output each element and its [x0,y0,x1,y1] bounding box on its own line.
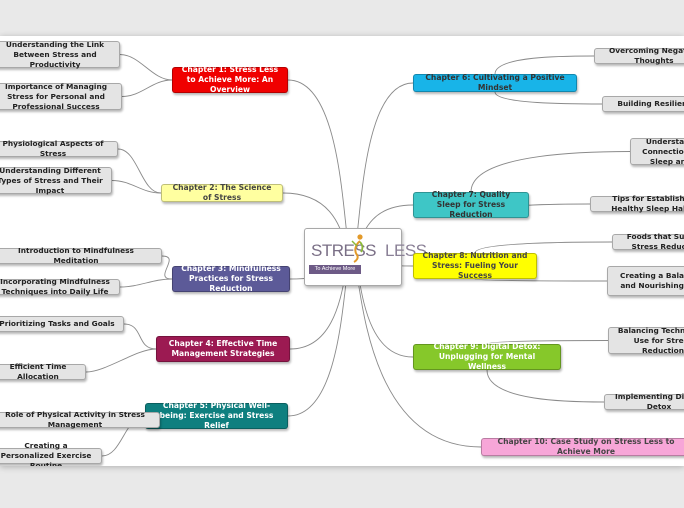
subtopic-ch1-1[interactable]: Understanding the Link Between Stress an… [0,40,120,69]
subconnector-ch4-2 [85,348,157,373]
subconnector-ch9-2 [486,369,605,403]
subconnector-ch1-2 [121,79,173,97]
subtopic-ch3-2[interactable]: Incorporating Mindfulness Techniques int… [0,277,120,296]
chapter-node-ch7[interactable]: Chapter 7: Quality Sleep for Stress Redu… [413,190,529,219]
subconnector-ch9-1 [486,340,609,345]
subtopic-ch4-2[interactable]: Efficient Time Allocation [0,362,86,381]
subconnector-ch4-1 [123,323,157,350]
logo-tagline: To Achieve More [309,265,361,274]
subtopic-ch1-2[interactable]: Importance of Managing Stress for Person… [0,82,122,111]
subconnector-ch3-1 [161,255,173,280]
chapter-node-ch9[interactable]: Chapter 9: Digital Detox: Unplugging for… [413,342,561,371]
subconnector-ch8-2 [474,278,608,282]
subtopic-ch7-2[interactable]: Tips for Establishing Healthy Sleep Habi… [590,194,684,213]
subtopic-ch5-2[interactable]: Creating a Personalized Exercise Routine [0,441,102,466]
subtopic-ch6-1[interactable]: Overcoming Negative Thoughts [594,46,684,65]
subconnector-ch2-2 [111,180,162,194]
subconnector-ch1-1 [119,54,173,81]
subconnector-ch7-1 [470,151,631,193]
subconnector-ch8-1 [474,241,613,254]
subtopic-ch5-1[interactable]: Role of Physical Activity in Stress Mana… [0,410,160,429]
chapter-node-ch6[interactable]: Chapter 6: Cultivating a Positive Mindse… [413,73,577,92]
chapter-node-ch5[interactable]: Chapter 5: Physical Well-being: Exercise… [145,401,288,430]
subconnector-ch3-2 [119,278,173,288]
chapter-node-ch1[interactable]: Chapter 1: Stress Less to Achieve More: … [172,65,288,94]
chapter-node-ch4[interactable]: Chapter 4: Effective Time Management Str… [156,336,290,362]
subtopic-ch6-2[interactable]: Building Resilience [602,96,684,112]
chapter-node-ch8[interactable]: Chapter 8: Nutrition and Stress: Fueling… [413,251,537,280]
subtopic-ch8-1[interactable]: Foods that Support Stress Reduction [612,232,684,251]
subconnector-ch2-1 [117,148,162,194]
chapter-node-ch10[interactable]: Chapter 10: Case Study on Stress Less to… [481,437,684,456]
subtopic-ch2-2[interactable]: Understanding Different Types of Stress … [0,166,112,195]
subtopic-ch7-1[interactable]: Understanding the Connection Between Sle… [630,137,684,166]
subtopic-ch4-1[interactable]: Prioritizing Tasks and Goals [0,316,124,332]
subtopic-ch9-1[interactable]: Balancing Technology Use for Stress Redu… [608,326,684,355]
subconnector-ch6-2 [494,91,603,105]
subtopic-ch2-1[interactable]: Physiological Aspects of Stress [0,139,118,158]
subconnector-ch6-1 [494,55,595,75]
chapter-node-ch2[interactable]: Chapter 2: The Science of Stress [161,183,283,202]
subtopic-ch8-2[interactable]: Creating a Balanced and Nourishing Diet [607,266,684,296]
subtopic-ch3-1[interactable]: Introduction to Mindfulness Meditation [0,246,162,265]
subtopic-ch9-2[interactable]: Implementing Digital Detox [604,392,684,411]
chapter-node-ch3[interactable]: Chapter 3: Mindfulness Practices for Str… [172,264,290,293]
logo-text-left: STRESS [311,241,377,260]
person-figure-icon [351,234,364,263]
